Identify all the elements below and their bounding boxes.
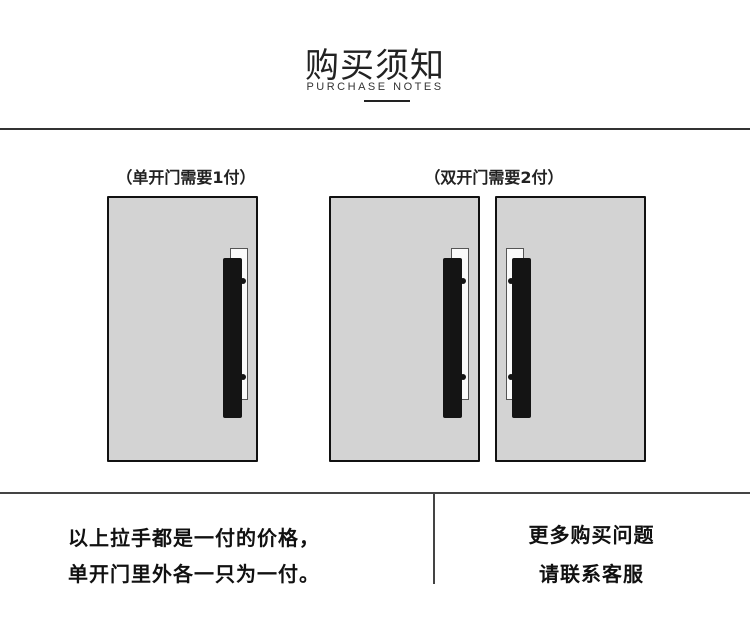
contact-note-line-2: 请联系客服 [539, 562, 644, 586]
page-subtitle: PURCHASE NOTES [306, 81, 444, 93]
single-door-caption: （单开门需要1付） [116, 168, 256, 187]
right-leaf-handle [512, 258, 531, 418]
left-leaf-handle-bolt-top [460, 278, 466, 284]
price-note-line-1: 以上拉手都是一付的价格， [68, 526, 320, 550]
double-door-caption: （双开门需要2付） [424, 168, 564, 187]
left-leaf-handle [443, 258, 462, 418]
notes-column-divider [433, 492, 435, 584]
right-leaf-handle-bolt-bottom [508, 374, 514, 380]
title-underline [364, 100, 410, 102]
header-divider [0, 128, 750, 130]
single-door-handle-bolt-bottom [240, 374, 246, 380]
single-door-handle [223, 258, 242, 418]
single-door-handle-bolt-top [240, 278, 246, 284]
left-leaf-handle-bolt-bottom [460, 374, 466, 380]
right-leaf-handle-bolt-top [508, 278, 514, 284]
page-title: 购买须知 [305, 46, 445, 86]
price-note-line-2: 单开门里外各一只为一付。 [68, 562, 320, 586]
notes-divider [0, 492, 750, 494]
contact-note-line-1: 更多购买问题 [528, 523, 655, 547]
